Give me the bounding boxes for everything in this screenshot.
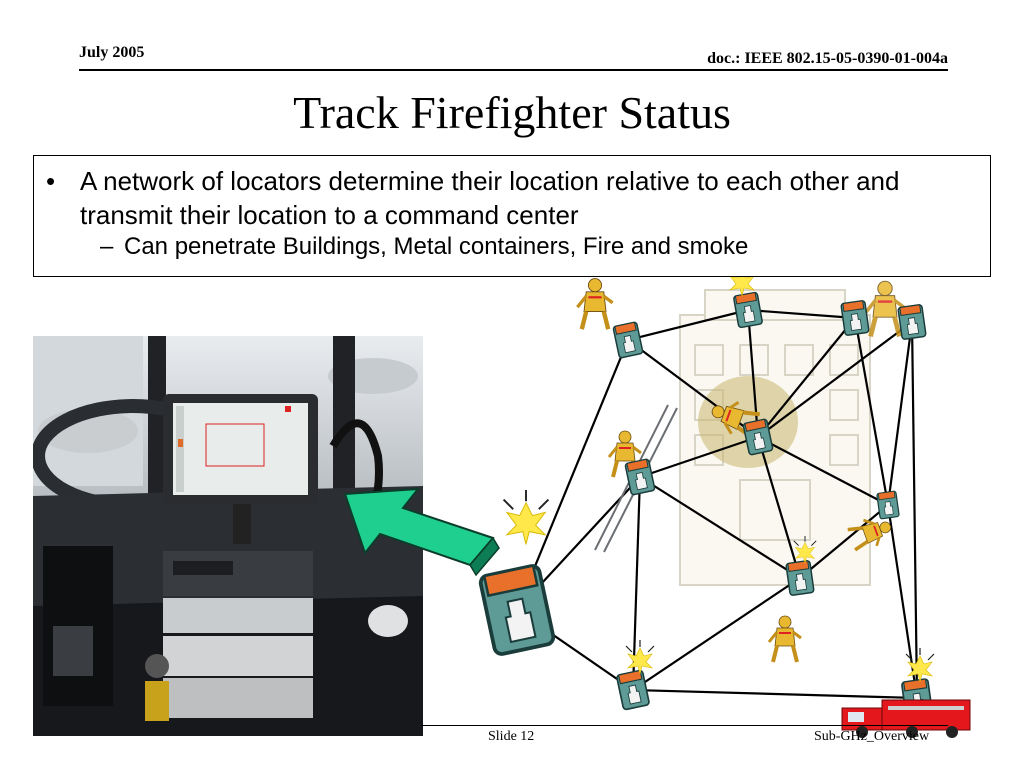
locator-device-icon — [612, 321, 644, 359]
sub-bullet-item: –Can penetrate Buildings, Metal containe… — [100, 232, 748, 262]
locator-device-icon — [840, 299, 870, 337]
bullet-symbol: • — [46, 166, 56, 196]
header-date: July 2005 — [79, 44, 145, 61]
locator-device-icon — [785, 559, 815, 597]
firefighter-icon — [844, 510, 898, 556]
locator-device-icon — [742, 418, 774, 456]
footer-presentation-title: Sub-GHz_Overview — [814, 729, 930, 744]
bullet-item: • A network of locators determine their … — [46, 164, 966, 232]
ladder-icon — [594, 404, 678, 553]
locator-device-icon — [732, 291, 764, 329]
bullet-text: A network of locators determine their lo… — [80, 166, 900, 230]
firefighter-icon — [704, 392, 764, 443]
locator-device-icon — [900, 677, 934, 719]
slide-title: Track Firefighter Status — [293, 87, 731, 138]
slide-number: Slide 12 — [488, 729, 535, 744]
firefighter-icon — [577, 279, 612, 330]
firefighter-icon — [607, 429, 643, 479]
footer-rule — [420, 725, 948, 726]
bullet-box: • A network of locators determine their … — [33, 155, 991, 277]
locator-device-icon — [897, 303, 927, 341]
locator-device-icon — [876, 490, 900, 520]
locator-device-icon — [615, 669, 651, 711]
locator-device-icon — [477, 562, 557, 658]
sub-bullet-symbol: – — [100, 233, 114, 260]
locator-device-icon — [624, 458, 656, 496]
building-icon — [679, 289, 871, 586]
header-doc-id: doc.: IEEE 802.15-05-0390-01-004a — [707, 50, 948, 67]
firefighter-icon — [767, 614, 803, 664]
header-rule — [79, 69, 948, 71]
sub-bullet-text: Can penetrate Buildings, Metal container… — [124, 233, 749, 260]
firefighter-icon — [866, 281, 904, 336]
command-center-photo — [31, 336, 423, 736]
